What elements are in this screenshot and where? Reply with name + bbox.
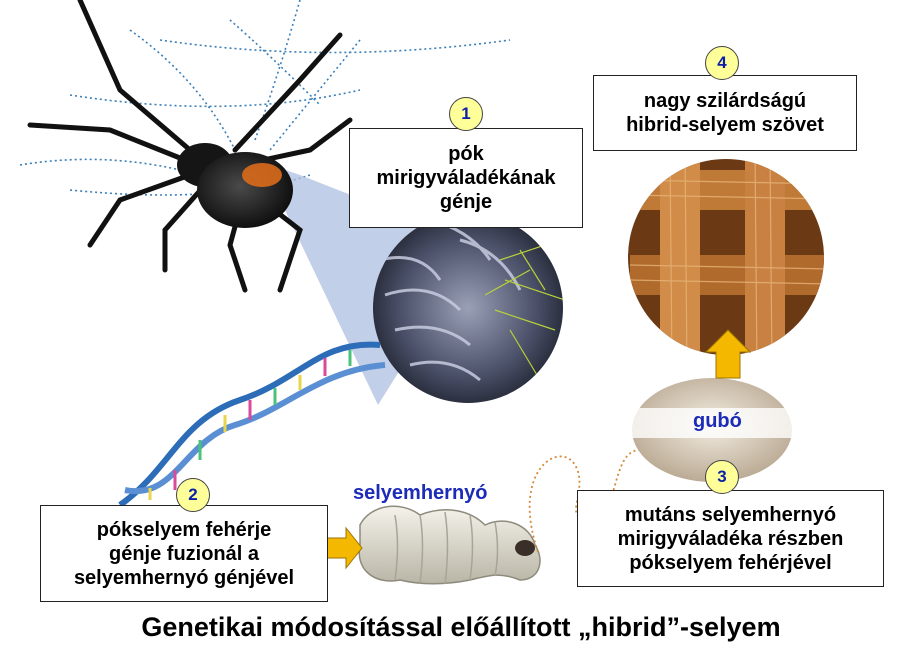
dna-helix	[118, 341, 386, 508]
step3-line: pókselyem fehérjével	[629, 551, 832, 574]
step4-line: nagy szilárdságú	[643, 90, 807, 112]
silkworm-label: selyemhernyó	[353, 482, 488, 504]
gland-closeup	[373, 213, 563, 403]
step4-number-badge: 4	[705, 46, 739, 80]
step1-line: pók	[448, 143, 484, 165]
step3-box: mutáns selyemhernyó mirigyváladéka részb…	[577, 490, 884, 587]
step3-line: mutáns selyemhernyó	[624, 503, 837, 526]
step2-line: génje fuzionál a	[108, 542, 260, 565]
step3-line: mirigyváladéka részben	[617, 527, 844, 550]
step2-box: pókselyem fehérje génje fuzionál a selye…	[40, 505, 328, 602]
step1-number-badge: 1	[449, 97, 483, 131]
step4-box: nagy szilárdságú hibrid-selyem szövet	[593, 75, 857, 151]
silkworm-illustration	[358, 505, 541, 585]
step1-line: mirigyváladékának	[376, 167, 556, 189]
spider-illustration	[27, 0, 353, 293]
step1-line: génje	[439, 191, 493, 213]
zoom-wedge	[262, 162, 478, 405]
step3-number-badge: 3	[705, 460, 739, 494]
woven-fabric-closeup	[628, 159, 824, 355]
arrow-up	[704, 329, 752, 379]
step2-line: pókselyem fehérje	[96, 518, 272, 541]
cocoon-illustration	[630, 378, 795, 482]
page-title: Genetikai módosítással előállított „hibr…	[141, 612, 781, 642]
cocoon-label: gubó	[693, 410, 742, 432]
step4-line: hibrid-selyem szövet	[626, 114, 824, 136]
step2-number-badge: 2	[176, 478, 210, 512]
step1-box: pók mirigyváladékának génje	[349, 128, 583, 228]
step2-line: selyemhernyó génjével	[73, 566, 295, 589]
arrow-right	[325, 526, 363, 570]
